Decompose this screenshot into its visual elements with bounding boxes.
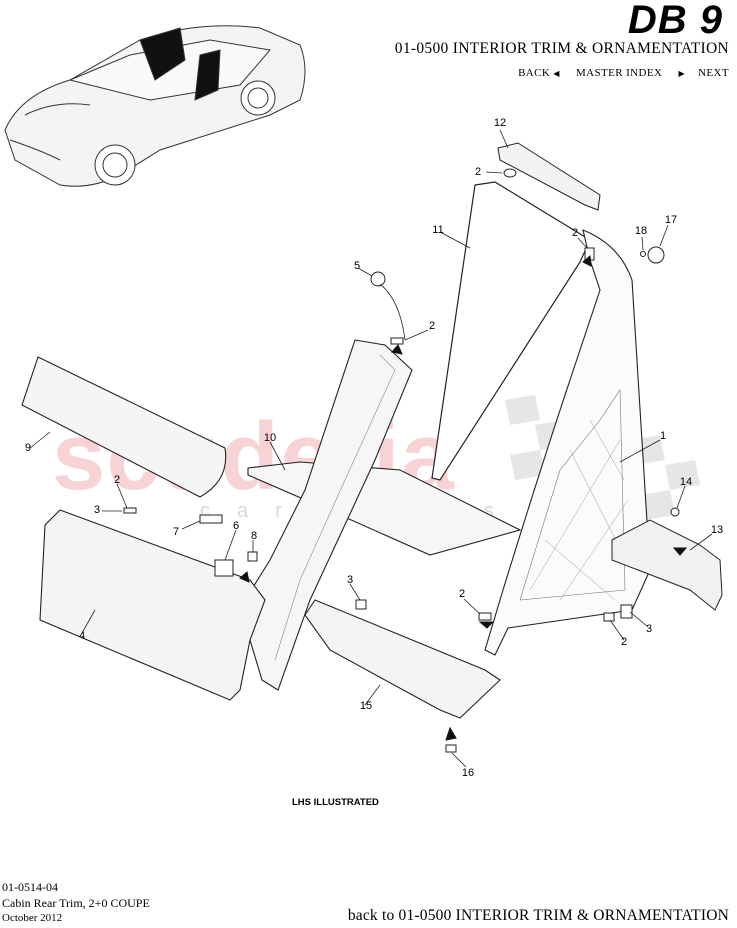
car-illustration xyxy=(4,25,306,187)
part-1 xyxy=(484,229,651,656)
part-9 xyxy=(21,356,227,498)
next-link[interactable]: ▶ NEXT xyxy=(676,67,730,79)
fasteners xyxy=(123,168,680,753)
callout-17: 17 xyxy=(664,214,678,226)
callout-2: 2 xyxy=(620,636,628,648)
left-arrow-icon: ◀ xyxy=(553,69,560,78)
callout-9: 9 xyxy=(24,442,32,454)
callout-13: 13 xyxy=(710,524,724,536)
part-13 xyxy=(611,519,723,611)
callout-18: 18 xyxy=(634,225,648,237)
section-title: 01-0500 INTERIOR TRIM & ORNAMENTATION xyxy=(394,40,729,57)
leader-lines xyxy=(29,129,713,768)
callout-2: 2 xyxy=(113,474,121,486)
callout-4: 4 xyxy=(78,630,86,642)
callout-2: 2 xyxy=(571,227,579,239)
back-link[interactable]: BACK◀ xyxy=(508,67,563,79)
callout-7: 7 xyxy=(172,526,180,538)
right-arrow-icon: ▶ xyxy=(678,69,686,78)
callout-14: 14 xyxy=(679,476,693,488)
callout-11: 11 xyxy=(432,224,444,236)
footer-code: 01-0514-04 xyxy=(2,880,58,894)
part-15 xyxy=(304,599,501,719)
callout-16: 16 xyxy=(461,767,475,779)
callout-10: 10 xyxy=(263,432,277,444)
brand-logo: DB 9 xyxy=(627,0,723,42)
callout-12: 12 xyxy=(493,117,507,129)
part-12 xyxy=(497,142,601,211)
callout-2: 2 xyxy=(458,588,466,600)
part-11 xyxy=(431,181,591,481)
callout-15: 15 xyxy=(359,700,373,712)
callout-5: 5 xyxy=(353,260,361,272)
next-label: NEXT xyxy=(698,67,729,79)
nav-bar: BACK◀ MASTER INDEX ▶ NEXT xyxy=(498,67,729,79)
callout-1: 1 xyxy=(659,430,667,442)
master-index-link[interactable]: MASTER INDEX xyxy=(575,67,663,79)
lhs-note: LHS ILLUSTRATED xyxy=(292,797,379,808)
callout-8: 8 xyxy=(250,530,258,542)
footer-date: October 2012 xyxy=(2,912,63,924)
b-pillar-trim xyxy=(244,339,413,691)
back-label: BACK xyxy=(518,67,551,79)
direction-arrows xyxy=(239,254,688,741)
callout-2: 2 xyxy=(474,166,482,178)
footer-title: Cabin Rear Trim, 2+0 COUPE xyxy=(2,896,150,910)
part-4 xyxy=(39,509,266,701)
back-to-section-link[interactable]: back to 01-0500 INTERIOR TRIM & ORNAMENT… xyxy=(347,907,729,924)
callout-2: 2 xyxy=(428,320,436,332)
callout-3: 3 xyxy=(645,623,653,635)
callout-3: 3 xyxy=(93,504,101,516)
callout-6: 6 xyxy=(232,520,240,532)
callout-3: 3 xyxy=(346,574,354,586)
